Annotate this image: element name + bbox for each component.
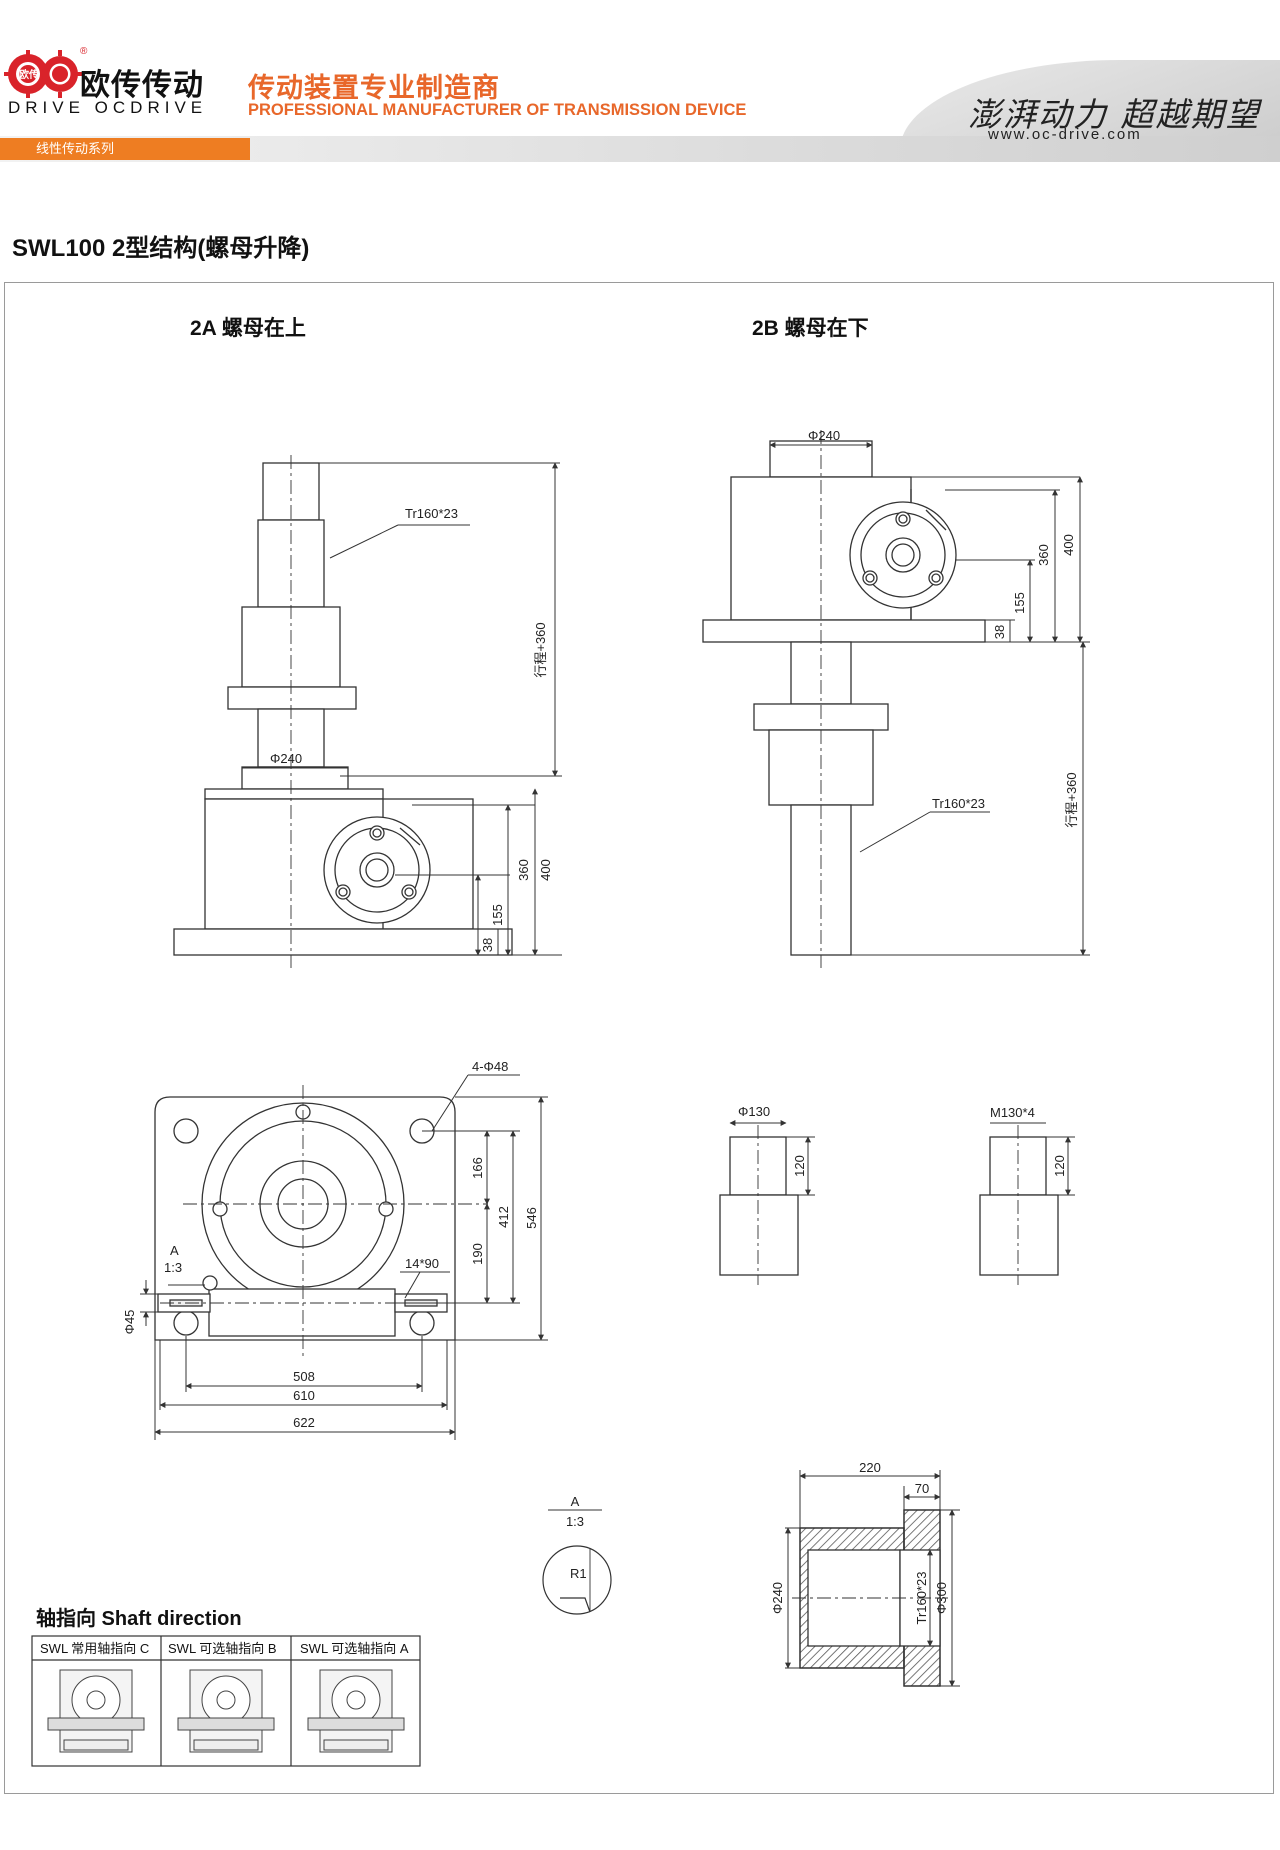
- nut-dia-out: Φ240: [770, 1582, 785, 1614]
- logo-text: 欧传: [19, 70, 39, 81]
- plan-dim-412: 412: [496, 1206, 511, 1228]
- plan-view: [140, 1074, 548, 1440]
- shaft-end-plain: [719, 1120, 815, 1285]
- view-2b-title: 2B 螺母在下: [752, 317, 869, 340]
- plan-dim-166: 166: [470, 1157, 485, 1179]
- view-2b-stroke: 行程+360: [1064, 772, 1079, 827]
- shaft-end-thread: [979, 1122, 1075, 1285]
- shaft-direction-option-a: SWL 可选轴指向 A: [300, 1641, 409, 1656]
- nut-dia-flange: Φ300: [934, 1582, 949, 1614]
- brand-name-en: DRIVE OCDRIVE: [8, 98, 208, 117]
- nut-section: [785, 1470, 960, 1687]
- view-2b: [702, 430, 1090, 968]
- slogan: 澎湃动力 超越期望: [968, 95, 1261, 134]
- shaft-thread-spec: M130*4: [990, 1105, 1035, 1120]
- series-tab[interactable]: 线性传动系列: [0, 138, 250, 160]
- shaft-direction-thumb-b: [177, 1669, 275, 1753]
- logo-icon: [4, 50, 82, 98]
- view-2a-dim-400: 400: [538, 859, 553, 881]
- plan-dim-546: 546: [524, 1207, 539, 1229]
- view-2b-thread: Tr160*23: [932, 796, 985, 811]
- view-2a-stroke: 行程+360: [533, 622, 548, 677]
- page-title: SWL100 2型结构(螺母升降): [12, 235, 310, 262]
- view-2a-title: 2A 螺母在上: [190, 317, 306, 340]
- detail-a-scale: 1:3: [566, 1514, 584, 1529]
- view-2a-dia: Φ240: [270, 751, 302, 766]
- nut-len-flange: 70: [915, 1481, 929, 1496]
- plan-key: 14*90: [405, 1256, 439, 1271]
- view-2a-dim-155: 155: [490, 904, 505, 926]
- plan-dim-622: 622: [293, 1415, 315, 1430]
- view-2b-labels: Φ240 Tr160*23 400 360 155 38 行程+360: [808, 428, 1079, 828]
- view-2b-dim-360: 360: [1036, 544, 1051, 566]
- view-2b-dim-38: 38: [992, 625, 1007, 639]
- detail-a: [542, 1509, 612, 1615]
- plan-holes: 4-Φ48: [472, 1059, 508, 1074]
- plan-detail-scale: 1:3: [164, 1260, 182, 1275]
- drawing-frame: [4, 282, 1274, 1794]
- plan-detail-ref: A: [170, 1243, 179, 1258]
- view-2a-dim-38: 38: [480, 938, 495, 952]
- shaft-thread-len: 120: [1052, 1155, 1067, 1177]
- view-2a-dim-360: 360: [516, 859, 531, 881]
- shaft-direction-title: 轴指向 Shaft direction: [36, 1606, 242, 1630]
- tagline-cn: 传动装置专业制造商: [248, 73, 500, 103]
- shaft-direction-option-c: SWL 常用轴指向 C: [40, 1641, 149, 1656]
- plan-view-labels: 4-Φ48 14*90 A 1:3 Φ45 166 190 412 546 50…: [122, 1059, 539, 1430]
- view-2a-labels: Tr160*23 Φ240 行程+360 360 400 155 38: [270, 506, 553, 952]
- view-2b-dia: Φ240: [808, 428, 840, 443]
- detail-a-ref: A: [571, 1494, 580, 1509]
- plan-dim-190: 190: [470, 1243, 485, 1265]
- shaft-direction-option-b: SWL 可选轴指向 B: [168, 1641, 277, 1656]
- page-header: 欧传 ® 欧传传动 DRIVE OCDRIVE 传动装置专业制造商 PROFES…: [0, 0, 1280, 162]
- detail-a-radius: R1: [570, 1566, 587, 1581]
- view-2a: [173, 455, 562, 968]
- view-2b-dim-400: 400: [1061, 534, 1076, 556]
- website-url[interactable]: www.oc-drive.com: [988, 126, 1142, 143]
- shaft-direction-thumb-c: [47, 1669, 145, 1753]
- plan-dim-610: 610: [293, 1388, 315, 1403]
- tagline-en: PROFESSIONAL MANUFACTURER OF TRANSMISSIO…: [248, 101, 747, 119]
- shaft-plain-len: 120: [792, 1155, 807, 1177]
- shaft-direction-thumbnails: [47, 1669, 405, 1753]
- brand-name-cn: 欧传传动: [80, 69, 204, 102]
- shaft-direction-thumb-a: [307, 1669, 405, 1753]
- nut-thread: Tr160*23: [914, 1572, 929, 1625]
- plan-shaft-dia: Φ45: [122, 1310, 137, 1335]
- registered-mark: ®: [80, 46, 88, 57]
- view-2b-dim-155: 155: [1012, 592, 1027, 614]
- plan-dim-508: 508: [293, 1369, 315, 1384]
- nut-len-total: 220: [859, 1460, 881, 1475]
- shaft-plain-dia: Φ130: [738, 1104, 770, 1119]
- view-2a-thread: Tr160*23: [405, 506, 458, 521]
